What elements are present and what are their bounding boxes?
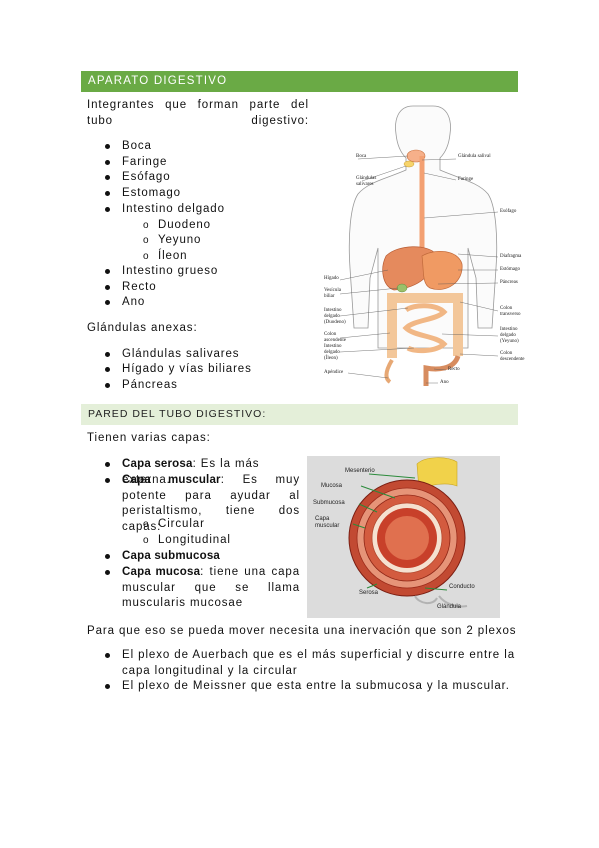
bullet-icon xyxy=(105,383,110,388)
figure-label: Esófago xyxy=(500,209,517,214)
figure-label: Colon descendente xyxy=(500,351,525,362)
list-item: Recto xyxy=(122,281,157,293)
list-item: Ano xyxy=(122,296,146,308)
figure-label: Estómago xyxy=(500,267,520,272)
figure-label: Apéndice xyxy=(324,370,344,375)
figure-label: Intestino delgado (Duodeno) xyxy=(324,308,346,325)
circle-bullet-icon: o xyxy=(143,220,149,231)
figure-label: Capa muscular xyxy=(315,516,340,529)
sub-list-item: Longitudinal xyxy=(158,534,231,546)
bullet-icon xyxy=(105,684,110,689)
figure-label: Conducto xyxy=(449,584,475,590)
list-item: Hígado y vías biliares xyxy=(122,363,252,375)
figure-label: Intestino delgado (Yeyuno) xyxy=(500,327,519,344)
list-item: Capa mucosa: tiene una capa muscular que… xyxy=(122,565,300,612)
section-header-aparato-digestivo: APARATO DIGESTIVO xyxy=(81,71,518,92)
list-item: Faringe xyxy=(122,156,168,168)
bullet-icon xyxy=(105,653,110,658)
bullet-icon xyxy=(105,160,110,165)
sub-list-item: Yeyuno xyxy=(158,234,202,246)
sub-list-item: Íleon xyxy=(158,250,188,262)
figure-label: Ano xyxy=(440,380,449,385)
figure-label: Glándulas salivares xyxy=(356,176,377,187)
bullet-icon xyxy=(105,570,110,575)
bullet-icon xyxy=(105,352,110,357)
intro-text: Integrantes que forman parte del tubo di… xyxy=(87,99,309,127)
figure-label: Glándula salival xyxy=(458,154,491,159)
figure-label: Colon transverso xyxy=(500,306,521,317)
figure-label: Serosa xyxy=(359,590,379,596)
figure-label: Boca xyxy=(356,154,367,159)
capa-name: Capa mucosa xyxy=(122,566,201,578)
list-item: El plexo de Auerbach que es el más super… xyxy=(122,649,515,677)
bullet-icon xyxy=(105,207,110,212)
capa-desc: : tiene una capa muscular que se llama m… xyxy=(122,566,300,609)
section-header-pared-tubo: PARED DEL TUBO DIGESTIVO: xyxy=(81,404,518,425)
circle-bullet-icon: o xyxy=(143,519,149,530)
tube-wall-illustration xyxy=(348,457,468,608)
bullet-icon xyxy=(105,191,110,196)
list-item: Páncreas xyxy=(122,379,178,391)
bullet-icon xyxy=(105,554,110,559)
bullet-icon xyxy=(105,285,110,290)
figure-label: Recto xyxy=(448,367,460,372)
bullet-icon xyxy=(105,478,110,483)
bullet-icon xyxy=(105,367,110,372)
figure-label: Diafragma xyxy=(500,254,522,259)
glandulas-title: Glándulas anexas: xyxy=(87,322,198,334)
list-item: Estomago xyxy=(122,187,181,199)
list-item: Intestino delgado xyxy=(122,203,225,215)
sub-list-item: Circular xyxy=(158,518,205,530)
figure-label: Mucosa xyxy=(321,483,343,489)
figure-label: Hígado xyxy=(324,276,339,281)
figure-label: Faringe xyxy=(458,177,474,182)
capa-name: Capa muscular xyxy=(122,474,221,486)
intro-paragraph: Integrantes que forman parte del tubo di… xyxy=(87,98,309,129)
list-item: Capa muscular: Es muy potente para ayuda… xyxy=(122,473,300,535)
capa-desc: : Es la más externa. xyxy=(122,458,260,486)
capa-desc: : Es muy potente para ayudar al peristal… xyxy=(122,474,300,533)
sub-list-item: Duodeno xyxy=(158,219,211,231)
list-item: Capa serosa: Es la más externa. xyxy=(122,457,300,488)
bullet-icon xyxy=(105,269,110,274)
figure-label: Colon ascendente xyxy=(324,332,346,343)
figure-label: Vesícula biliar xyxy=(324,288,341,299)
plexos-intro: Para que eso se pueda mover necesita una… xyxy=(87,625,517,637)
list-item: Esófago xyxy=(122,171,171,183)
list-item: El plexo de Meissner que esta entre la s… xyxy=(122,680,510,692)
digestive-system-illustration xyxy=(339,105,499,386)
figure-label: Páncreas xyxy=(500,280,518,285)
bullet-icon xyxy=(105,462,110,467)
circle-bullet-icon: o xyxy=(143,235,149,246)
figure-label: Intestino delgado (Íleon) xyxy=(324,344,342,361)
capas-intro: Tienen varias capas: xyxy=(87,432,211,444)
circle-bullet-icon: o xyxy=(143,535,149,546)
list-item: Boca xyxy=(122,140,152,152)
capa-name: Capa submucosa xyxy=(122,550,221,562)
bullet-icon xyxy=(105,144,110,149)
bullet-icon xyxy=(105,300,110,305)
circle-bullet-icon: o xyxy=(143,251,149,262)
bullet-icon xyxy=(105,175,110,180)
list-item: Capa submucosa xyxy=(122,549,300,565)
figure-label: Mesenterio xyxy=(345,468,375,474)
digestive-system-figure: Boca Glándulas salivares Hígado Vesícula… xyxy=(318,98,533,394)
capa-name: Capa serosa xyxy=(122,458,193,470)
figure-label: Submucosa xyxy=(313,500,345,506)
figure-label: Glándula xyxy=(437,604,462,610)
tube-wall-figure: Mesenterio Mucosa Submucosa Capa muscula… xyxy=(307,456,500,618)
list-item: Glándulas salivares xyxy=(122,348,240,360)
list-item: Intestino grueso xyxy=(122,265,219,277)
